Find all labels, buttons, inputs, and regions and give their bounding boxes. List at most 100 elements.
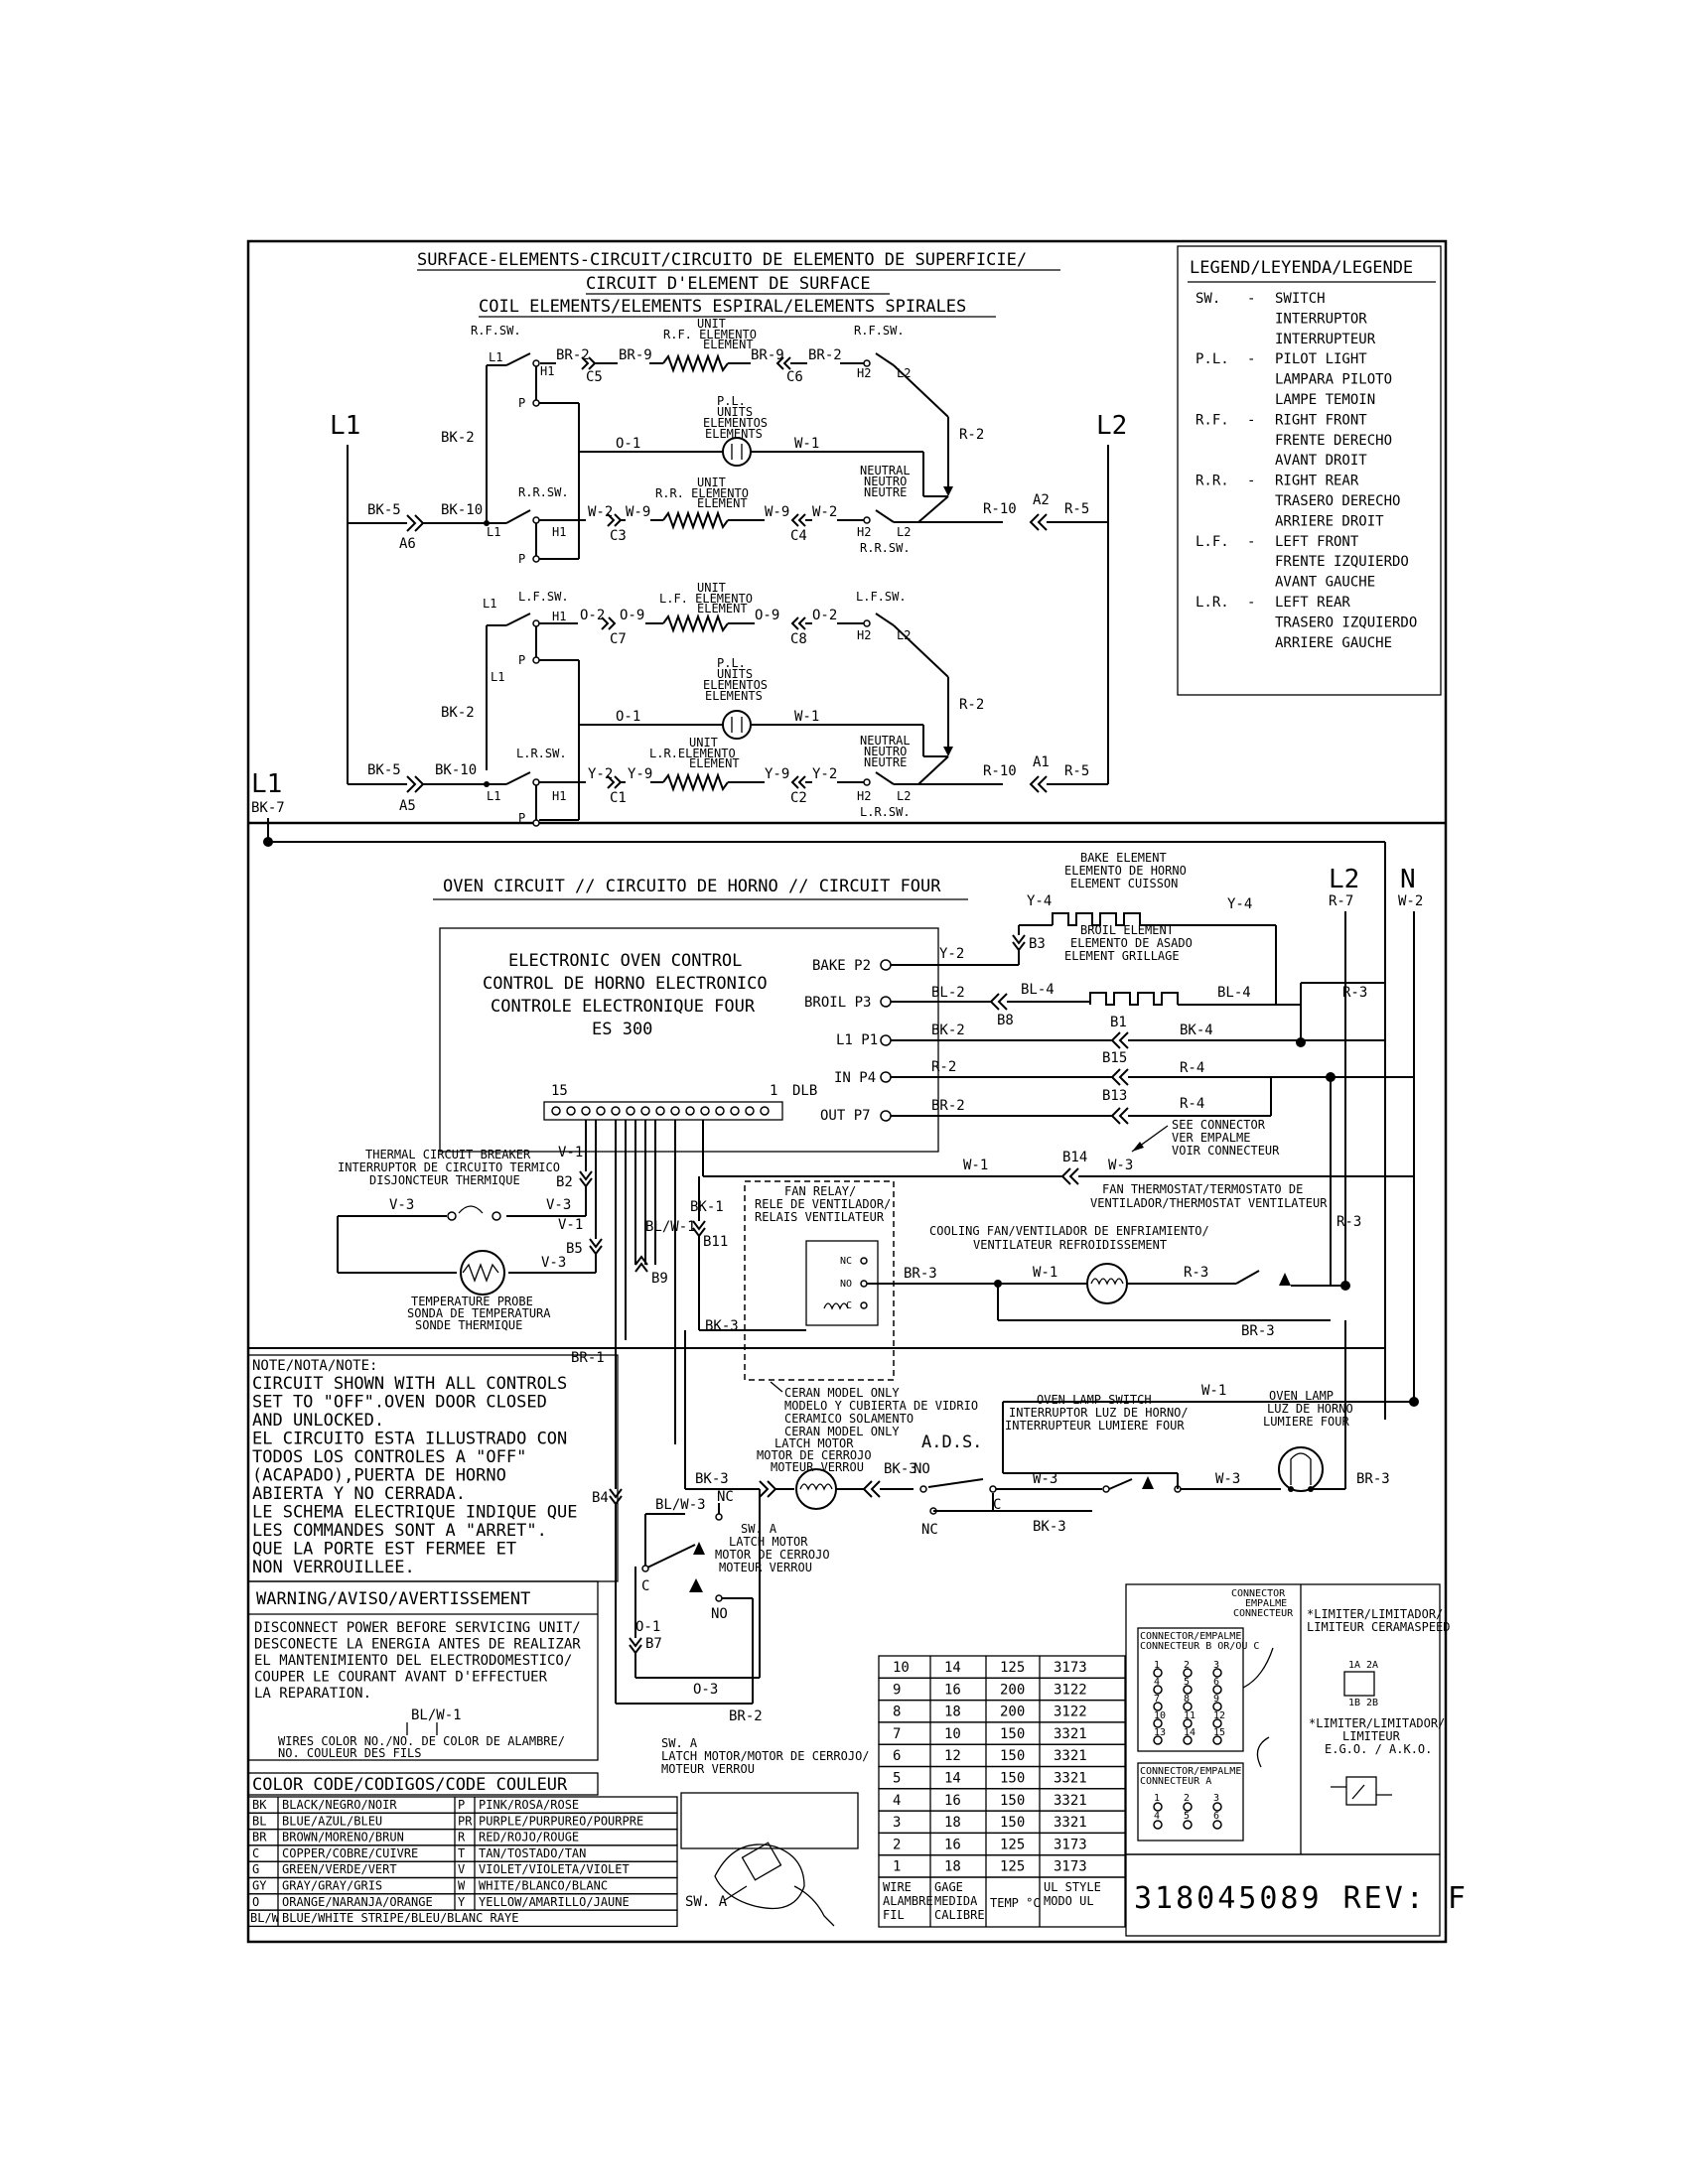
svg-text:L2: L2 <box>897 525 911 539</box>
svg-text:SW. A: SW. A <box>661 1736 698 1750</box>
legend-meaning: LEFT REAR <box>1275 595 1350 611</box>
legend-abbr: L.F. <box>1196 534 1229 550</box>
wire-table-cell: 3321 <box>1054 1726 1087 1742</box>
connector-pin-number: 10 <box>1154 1710 1166 1721</box>
svg-text:A.D.S.: A.D.S. <box>921 1433 982 1452</box>
warning-box <box>247 1580 599 1761</box>
wire-table-cell: 14 <box>944 1660 961 1676</box>
color-name: BROWN/MORENO/BRUN <box>282 1831 404 1844</box>
svg-text:BK-2: BK-2 <box>441 705 475 721</box>
svg-text:R-2: R-2 <box>931 1059 956 1075</box>
color-name: GRAY/GRAY/GRIS <box>282 1879 382 1893</box>
wire-table-header <box>878 1876 1126 1928</box>
color-code: O <box>252 1895 259 1909</box>
warning-line: DESCONECTE LA ENERGIA ANTES DE REALIZAR <box>254 1637 581 1653</box>
wire-table-cell: 5 <box>893 1771 901 1787</box>
svg-text:MOTEUR VERROU: MOTEUR VERROU <box>719 1561 812 1574</box>
color-code: BL/W <box>250 1911 280 1925</box>
svg-text:WIRES COLOR NO./NO. DE COLOR D: WIRES COLOR NO./NO. DE COLOR DE ALAMBRE/ <box>278 1734 565 1748</box>
legend-abbr: L.R. <box>1196 595 1229 611</box>
svg-text:CONNECTEUR: CONNECTEUR <box>1233 1608 1294 1619</box>
svg-text:W-1: W-1 <box>1201 1383 1226 1399</box>
svg-text:B3: B3 <box>1029 936 1046 952</box>
svg-text:P: P <box>518 653 525 667</box>
wire-table-cell: 6 <box>893 1748 901 1764</box>
surface-l2-label: L2 <box>1096 411 1127 441</box>
svg-text:BK-5: BK-5 <box>367 502 401 518</box>
svg-text:1B: 1B <box>1348 1698 1360 1708</box>
connector-pin-number: 3 <box>1213 1793 1219 1804</box>
svg-text:BL-4: BL-4 <box>1021 982 1055 998</box>
color-code: BL <box>252 1814 266 1828</box>
svg-text:LIMITEUR CERAMASPEED: LIMITEUR CERAMASPEED <box>1307 1620 1451 1634</box>
color-code: V <box>458 1862 465 1876</box>
svg-text:CONNECTOR/EMPALME: CONNECTOR/EMPALME <box>1140 1766 1241 1777</box>
svg-text:L1: L1 <box>487 525 500 539</box>
svg-text:BR-2: BR-2 <box>808 347 842 363</box>
note-line: CIRCUIT SHOWN WITH ALL CONTROLS <box>252 1374 567 1394</box>
connector-pin <box>1183 1668 1193 1678</box>
svg-text:W-1: W-1 <box>794 709 819 725</box>
color-name: PINK/ROSA/ROSE <box>479 1798 579 1812</box>
svg-text:INTERRUPTEUR LUMIERE FOUR: INTERRUPTEUR LUMIERE FOUR <box>1005 1419 1185 1433</box>
svg-text:L2: L2 <box>897 366 911 380</box>
svg-text:RELAIS VENTILATEUR: RELAIS VENTILATEUR <box>755 1210 885 1224</box>
svg-text:Y-4: Y-4 <box>1227 896 1252 912</box>
legend-abbr: R.F. <box>1196 412 1229 428</box>
wire-table-cell: 3321 <box>1054 1748 1087 1764</box>
svg-text:CONNECTEUR B OR/OU C: CONNECTEUR B OR/OU C <box>1140 1641 1259 1652</box>
svg-text:ELEMENTO DE ASADO: ELEMENTO DE ASADO <box>1070 936 1193 950</box>
svg-text:BR-9: BR-9 <box>751 347 784 363</box>
connector-pin <box>1153 1802 1163 1812</box>
svg-text:Y-9: Y-9 <box>765 766 789 782</box>
svg-text:VOIR CONNECTEUR: VOIR CONNECTEUR <box>1172 1144 1280 1158</box>
svg-text:H1: H1 <box>552 789 566 803</box>
svg-text:NO: NO <box>914 1461 930 1477</box>
legend-meaning: LAMPARA PILOTO <box>1275 372 1392 388</box>
oven-n-label: N <box>1400 865 1416 894</box>
wire-table-header-text: MODO UL <box>1044 1894 1094 1908</box>
legend-meaning: INTERRUPTEUR <box>1275 332 1376 347</box>
svg-text:B5: B5 <box>566 1241 583 1257</box>
svg-text:BAKE P2: BAKE P2 <box>812 958 871 974</box>
color-name: TAN/TOSTADO/TAN <box>479 1846 586 1860</box>
note-line: AND UNLOCKED. <box>252 1411 384 1431</box>
legend-meaning: SWITCH <box>1275 291 1326 307</box>
dlb-pins <box>551 1106 770 1116</box>
svg-text:R.R. ELEMENTO: R.R. ELEMENTO <box>655 486 749 500</box>
wire-table-cell: 3173 <box>1054 1660 1087 1676</box>
svg-text:NEUTRAL: NEUTRAL <box>860 734 911 748</box>
wire-table-cell: 3321 <box>1054 1815 1087 1831</box>
svg-text:CONTROL DE HORNO ELECTRONICO: CONTROL DE HORNO ELECTRONICO <box>483 974 768 994</box>
svg-text:H1: H1 <box>552 610 566 623</box>
svg-text:NEUTRO: NEUTRO <box>864 745 907 758</box>
dlb-pin <box>581 1106 591 1116</box>
svg-text:BR-3: BR-3 <box>904 1266 937 1282</box>
svg-text:BK-2: BK-2 <box>441 430 475 446</box>
svg-text:V-1: V-1 <box>558 1217 583 1233</box>
note-line: TODOS LOS CONTROLES A "OFF" <box>252 1447 526 1467</box>
legend-meaning: PILOT LIGHT <box>1275 351 1367 367</box>
connector-pin-number: 6 <box>1213 1677 1219 1688</box>
svg-text:W-1: W-1 <box>1033 1265 1057 1281</box>
oven-title: OVEN CIRCUIT // CIRCUITO DE HORNO // CIR… <box>443 877 941 896</box>
svg-text:BR-2: BR-2 <box>556 347 590 363</box>
diagram-frame <box>246 239 1448 1944</box>
svg-text:C3: C3 <box>610 528 627 544</box>
svg-text:R-3: R-3 <box>1342 985 1367 1001</box>
wire-table-cell: 7 <box>893 1726 901 1742</box>
svg-text:Y-2: Y-2 <box>812 766 837 782</box>
legend-dash: - <box>1247 351 1255 367</box>
svg-text:BAKE ELEMENT: BAKE ELEMENT <box>1080 851 1167 865</box>
legend-meaning: ARRIERE GAUCHE <box>1275 635 1392 651</box>
dlb-pin <box>655 1106 665 1116</box>
connector-pin <box>1153 1718 1163 1728</box>
connector-pin <box>1212 1802 1222 1812</box>
svg-text:NC: NC <box>840 1256 852 1267</box>
note-line: SET TO "OFF".OVEN DOOR CLOSED <box>252 1393 547 1413</box>
wire-table-cell: 3321 <box>1054 1793 1087 1809</box>
connector-pin <box>1183 1718 1193 1728</box>
legend-meaning: AVANT GAUCHE <box>1275 575 1375 591</box>
connector-pin <box>1212 1718 1222 1728</box>
